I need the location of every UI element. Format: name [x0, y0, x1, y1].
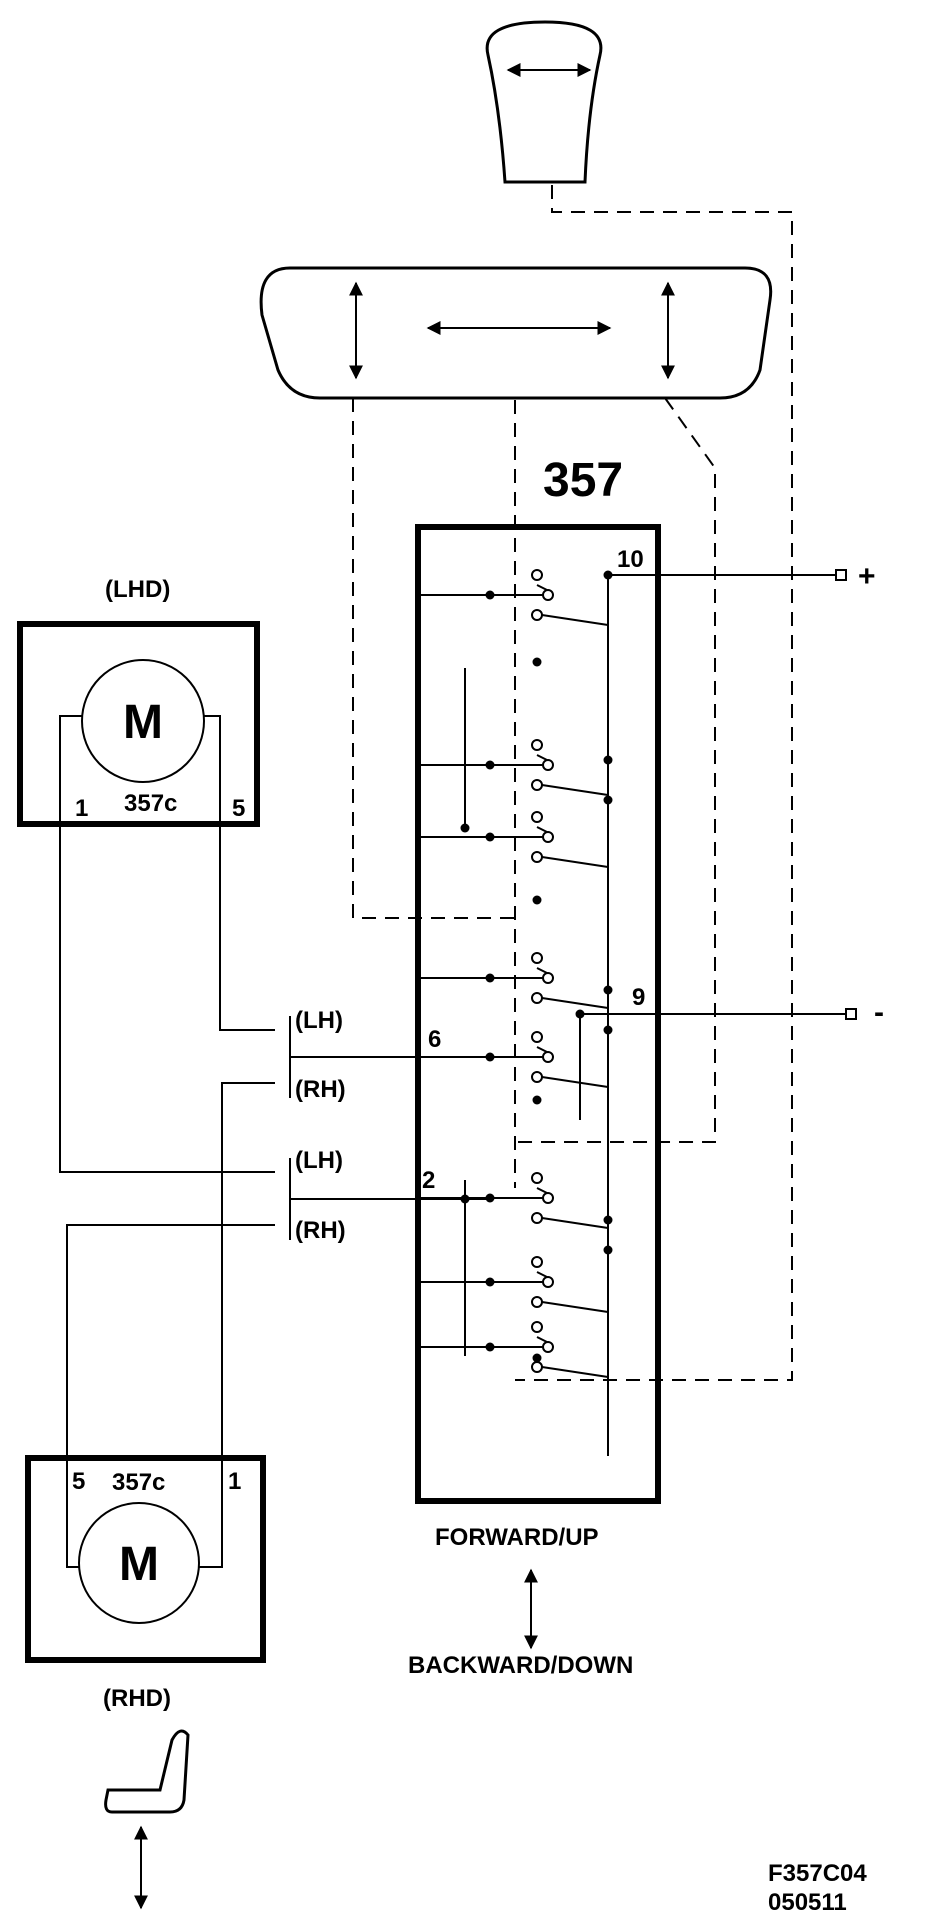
pin-10-label: 10	[617, 546, 644, 573]
motor-lhd-pin-left: 1	[75, 795, 88, 822]
wire-lh-lower-label: (LH)	[295, 1147, 343, 1174]
supply-plus: +	[608, 560, 876, 593]
motor-lhd-code: 357c	[124, 790, 177, 817]
wire-rh-upper-label: (RH)	[295, 1076, 346, 1103]
switch-contact	[542, 831, 554, 843]
switch-contact	[542, 1192, 554, 1204]
figure-reference: F357C04 050511	[768, 1860, 867, 1916]
switch-contact	[542, 759, 554, 771]
wire	[536, 1271, 548, 1278]
switch-contact	[531, 851, 543, 863]
seat-icon	[104, 1729, 190, 1910]
wire	[541, 997, 609, 1009]
switch-paddle-icon	[259, 266, 773, 400]
wire	[536, 1187, 548, 1194]
motor-rhd-pin-right: 1	[228, 1468, 241, 1495]
wire	[541, 856, 609, 868]
junction-node	[603, 985, 613, 995]
switch-label: 357	[543, 454, 623, 507]
motor-lhd: (LHD) M 357c 1 5	[17, 576, 260, 827]
wire	[536, 967, 548, 974]
pin-9-label: 9	[632, 984, 645, 1011]
supply-minus: -	[580, 996, 884, 1029]
motor-rhd-pin-left: 5	[72, 1468, 85, 1495]
junction-node	[532, 657, 542, 667]
switch-contact	[531, 779, 543, 791]
plus-terminal-label: +	[858, 560, 876, 593]
wire	[536, 584, 548, 591]
switch-contact	[542, 589, 554, 601]
switch-contact	[531, 1321, 543, 1333]
switch-contact	[542, 1341, 554, 1353]
wire	[541, 1301, 609, 1313]
switch-contact	[531, 569, 543, 581]
pin-2-label: 2	[422, 1167, 435, 1194]
switch-contact	[531, 609, 543, 621]
switch-internals	[418, 569, 613, 1456]
switch-contact	[531, 952, 543, 964]
switch-contact	[531, 1212, 543, 1224]
wire	[541, 1366, 609, 1378]
backward-down-label: BACKWARD/DOWN	[408, 1652, 633, 1679]
switch-contact	[531, 1172, 543, 1184]
junction-node	[460, 823, 470, 833]
motor-wiring: (LH) (RH) (LH) (RH)	[59, 824, 492, 1458]
wire	[536, 754, 548, 761]
switch-contact	[542, 1276, 554, 1288]
figure-date: 050511	[768, 1889, 847, 1916]
motor-rhd: M 357c 5 1 (RHD)	[25, 1455, 266, 1712]
direction-indicator: FORWARD/UP BACKWARD/DOWN	[408, 1524, 633, 1679]
switch-contact	[531, 1296, 543, 1308]
wire-lh-upper-label: (LH)	[295, 1007, 343, 1034]
wire	[536, 826, 548, 833]
pin-6-label: 6	[428, 1026, 441, 1053]
junction-node	[603, 1245, 613, 1255]
junction-node	[532, 895, 542, 905]
junction-node	[603, 795, 613, 805]
motor-lhd-pin-right: 5	[232, 795, 245, 822]
switch-contact	[531, 1071, 543, 1083]
lhd-label: (LHD)	[105, 576, 170, 603]
wire	[536, 1336, 548, 1343]
wire	[541, 1076, 609, 1088]
motor-lhd-symbol: M	[123, 696, 163, 749]
junction-node	[603, 755, 613, 765]
wire	[541, 614, 609, 626]
wire-rh-lower-label: (RH)	[295, 1217, 346, 1244]
switch-contact	[531, 992, 543, 1004]
forward-up-label: FORWARD/UP	[435, 1524, 599, 1551]
junction-node	[603, 1215, 613, 1225]
motor-rhd-code: 357c	[112, 1469, 165, 1496]
figure-code: F357C04	[768, 1860, 867, 1887]
junction-node	[603, 1025, 613, 1035]
minus-terminal-label: -	[874, 996, 884, 1029]
rhd-label: (RHD)	[103, 1685, 171, 1712]
junction-node	[532, 1353, 542, 1363]
switch-contact	[531, 1256, 543, 1268]
control-knob-icon	[485, 20, 603, 184]
motor-rhd-symbol: M	[119, 1538, 159, 1591]
switch-contact	[531, 1031, 543, 1043]
switch-contact	[542, 1051, 554, 1063]
wire	[536, 1046, 548, 1053]
switch-357: 357 10 9 6 2	[415, 454, 661, 1504]
switch-contact	[531, 739, 543, 751]
switch-contact	[542, 972, 554, 984]
wire	[541, 784, 609, 796]
switch-contact	[531, 811, 543, 823]
junction-node	[532, 1095, 542, 1105]
wire	[541, 1217, 609, 1229]
switch-contact	[531, 1361, 543, 1373]
